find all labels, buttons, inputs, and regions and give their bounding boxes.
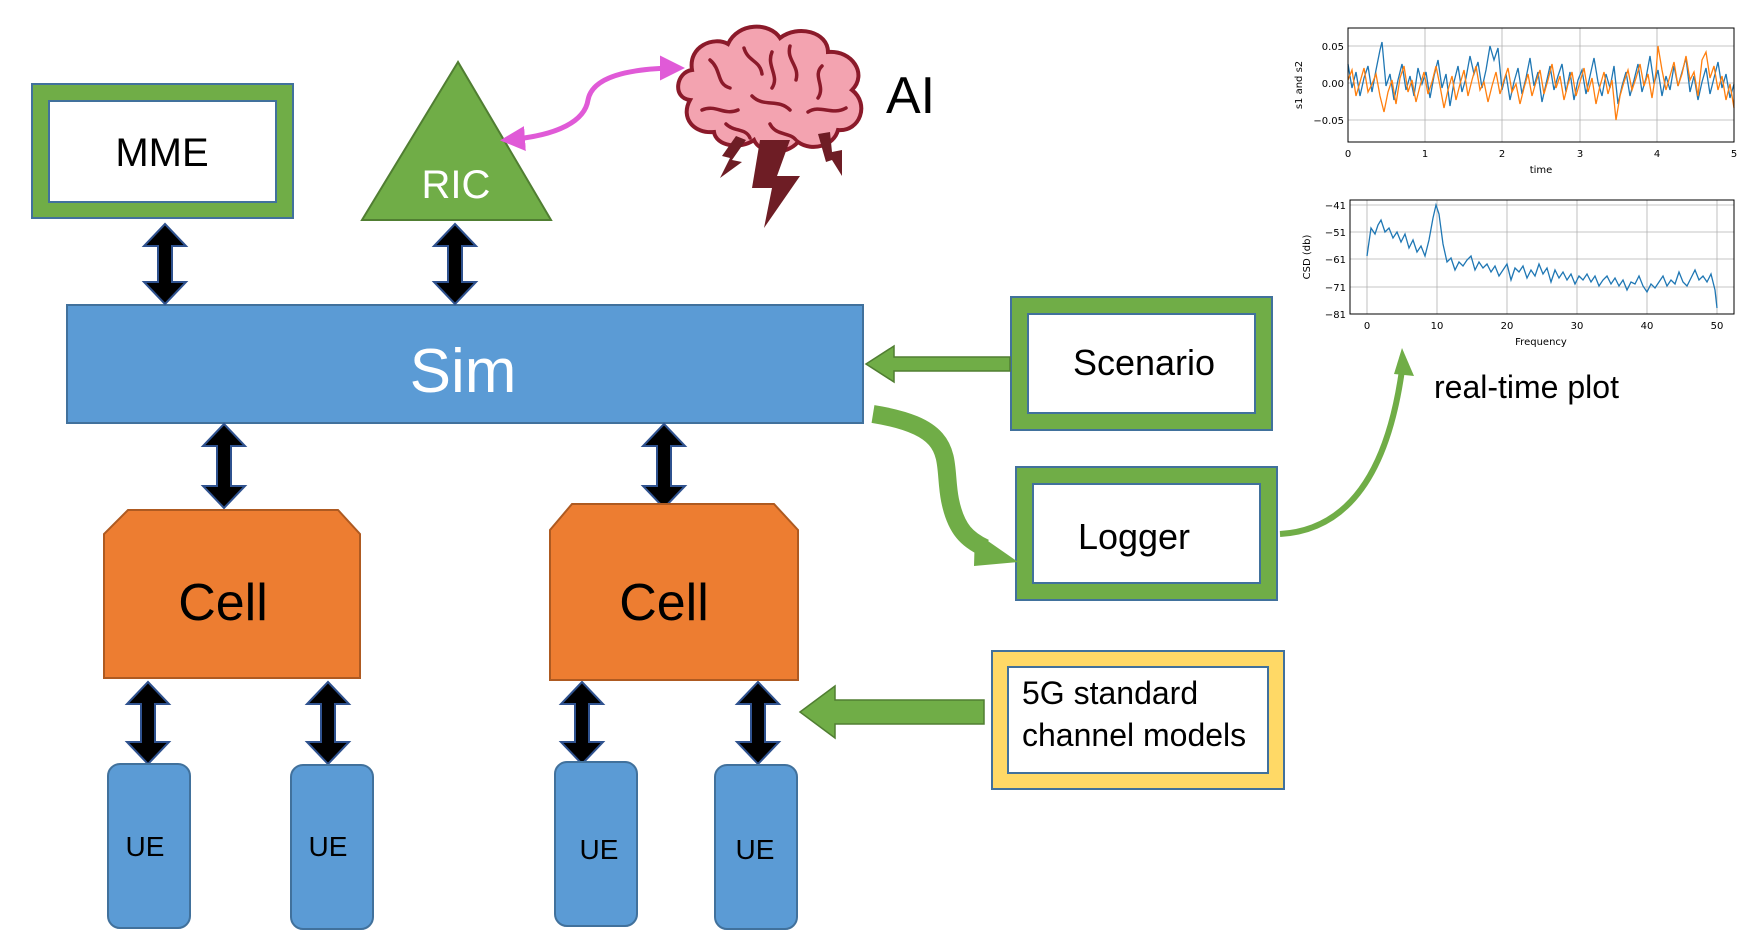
ytick-label: −81 [1325,310,1346,321]
x-axis-label: Frequency [1515,337,1567,348]
ric-sim-arrow [431,222,479,306]
ytick-label: −51 [1325,228,1346,239]
x-axis-label: time [1530,165,1553,176]
realtime-plot-label: real-time plot [1434,369,1619,405]
cell-ue2-arrow [304,680,352,766]
cell-left: Cell [103,509,361,679]
ric-triangle: RIC [360,60,553,221]
xtick-label: 40 [1641,321,1654,332]
sim-bar: Sim [66,304,864,424]
ytick-label: 0.05 [1322,42,1344,53]
ytick-label: 0.00 [1322,79,1344,90]
mme-sim-arrow [141,222,189,306]
ytick-label: −0.05 [1313,116,1344,127]
xtick-label: 30 [1571,321,1584,332]
plot-csd: −41 −51 −61 −71 −81 0 10 20 30 40 50 Fre… [1302,199,1735,348]
logger-box: Logger [1015,466,1278,601]
ue-1: UE [107,763,191,929]
xtick-label: 1 [1422,149,1428,160]
ytick-label: −71 [1325,283,1346,294]
double-arrows [124,222,782,766]
cell-ue3-arrow [558,680,606,766]
ue-2-label: UE [309,831,348,862]
series-s1-line [1347,41,1735,107]
logger-plot-arrowhead [1394,348,1414,376]
cell-right: Cell [549,503,799,681]
sim-logger-arrow [871,405,990,557]
channel-models-line2: channel models [1022,717,1246,753]
xtick-label: 20 [1501,321,1514,332]
series-csd-line [1366,202,1718,309]
logger-plot-arrow [1279,369,1405,537]
sim-logger-arrowhead [974,532,1018,566]
xtick-label: 10 [1431,321,1444,332]
scenario-box: Scenario [1010,296,1273,431]
xtick-label: 0 [1364,321,1370,332]
channel-models-box: 5G standard channel models [991,650,1285,790]
y-axis-label: s1 and s2 [1294,61,1305,109]
xtick-label: 5 [1731,149,1737,160]
plot-time-series-frame [1347,27,1735,143]
ue-3-label: UE [580,834,619,865]
sim-cell-right-arrow [640,422,688,510]
plot-csd-frame [1349,199,1735,315]
ue-3: UE [554,761,638,927]
ue-4-label: UE [736,834,775,865]
scenario-label: Scenario [1073,342,1215,383]
y-axis-label: CSD (db) [1302,235,1313,280]
xtick-label: 2 [1499,149,1505,160]
ue-4: UE [714,764,798,930]
xtick-label: 50 [1711,321,1724,332]
ue-1-label: UE [126,831,165,862]
sim-label: Sim [410,337,517,406]
channel-cell-arrow [798,684,985,740]
sim-cell-left-arrow [200,422,248,510]
xtick-label: 0 [1345,149,1351,160]
brain-icon [676,24,864,154]
mme-box: MME [31,83,294,219]
scenario-sim-arrow [864,344,1011,384]
cell-ue4-arrow [734,680,782,766]
xtick-label: 3 [1577,149,1583,160]
cell-ue1-arrow [124,680,172,766]
ai-link-arrow [500,55,685,152]
channel-models-line1: 5G standard [1022,675,1198,711]
cell-left-label: Cell [178,574,268,632]
cell-right-label: Cell [619,574,709,632]
plot-time-series: 0.05 0.00 −0.05 0 1 2 3 4 5 time s1 and … [1294,27,1737,176]
xtick-label: 4 [1654,149,1660,160]
logger-label: Logger [1078,516,1190,557]
series-s2-line [1347,45,1735,121]
ai-label: AI [886,67,935,125]
mme-label: MME [115,131,208,175]
ytick-label: −61 [1325,255,1346,266]
ytick-label: −41 [1325,201,1346,212]
ue-2: UE [290,764,374,930]
ric-label: RIC [422,163,491,207]
lightning-icon [720,132,842,228]
